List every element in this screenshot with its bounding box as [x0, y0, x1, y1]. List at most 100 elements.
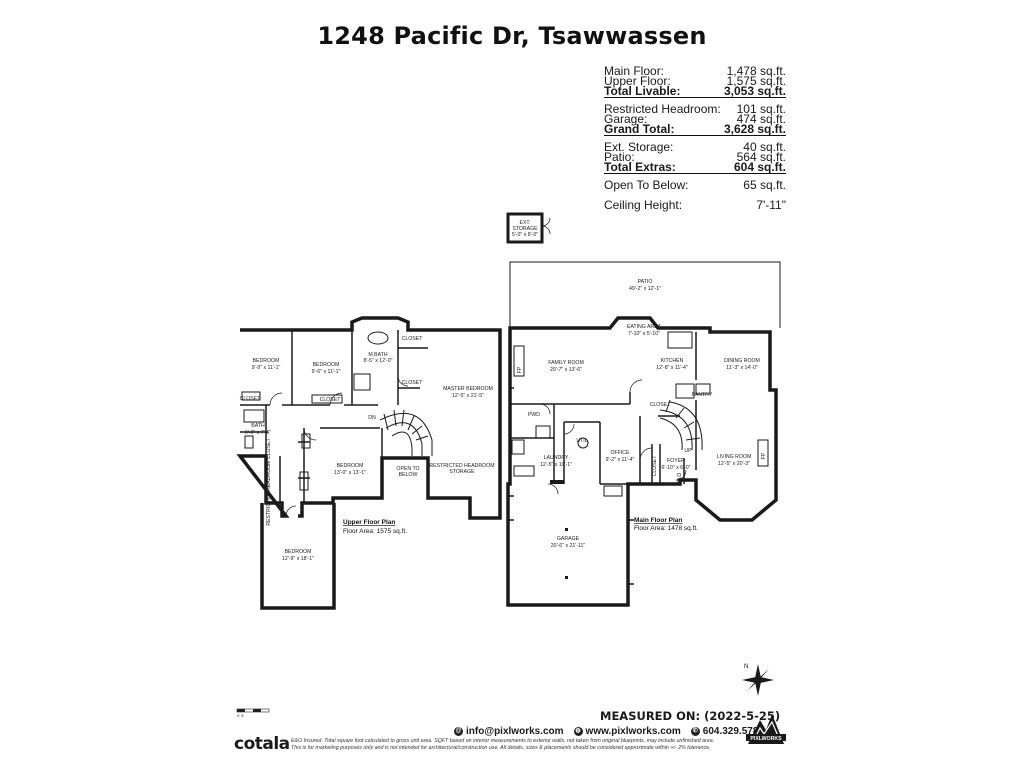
area-label: Garage: — [604, 112, 648, 126]
pantry-label: PANTRY — [692, 392, 713, 398]
upper-plan-area: Floor Area: 1575 sq.ft. — [343, 528, 407, 535]
area-label: Ext. Storage: — [604, 140, 674, 154]
room-name: DINING ROOM — [724, 358, 760, 364]
closet-label: CLOSET — [402, 380, 424, 386]
phone-icon: ✆ — [690, 727, 700, 736]
room-name: FAMILY ROOM — [548, 360, 584, 366]
room-size: 12'-9" x 18'-1" — [282, 556, 314, 562]
room-name: LAUNDRY — [544, 455, 569, 461]
room-name: STORAGE — [512, 226, 538, 232]
room-name: KITCHEN — [661, 358, 684, 364]
room-name: BEDROOM — [253, 358, 280, 364]
area-row: Patio:564 sq.ft. — [604, 150, 786, 164]
room-size: 9'-2" x 11'-4" — [606, 457, 635, 463]
garage-door-marks — [550, 480, 568, 579]
room-name: BEDROOM — [337, 463, 364, 469]
area-label: Total Livable: — [604, 84, 681, 98]
area-value: 3,628 sq.ft. — [723, 122, 786, 136]
area-label: Grand Total: — [604, 122, 675, 136]
area-summary-table: Main Floor:1,478 sq.ft. Upper Floor:1,57… — [604, 65, 786, 212]
room-size: 12'-8" x 11'-4" — [656, 365, 688, 371]
room-name: EATING AREA — [627, 324, 662, 330]
closet-label: CLOSET — [652, 455, 658, 477]
area-label: Upper Floor: — [604, 74, 671, 88]
website-text: www.pixlworks.com — [585, 726, 681, 737]
main-room-labels: EXT. STORAGE 5'-0" x 8'-0" PATIO 49'-2" … — [512, 220, 767, 549]
room-size: 6'-6" x 7'-6" — [245, 430, 271, 436]
stair-up-label: UP — [684, 448, 692, 454]
area-row: Main Floor:1,478 sq.ft. — [604, 65, 786, 77]
room-name: EXT. — [520, 220, 531, 226]
area-value: 474 sq.ft. — [736, 112, 786, 126]
globe-icon: ◍ — [573, 727, 583, 736]
email-icon: @ — [454, 727, 463, 736]
room-size: 13'-0" x 13'-1" — [334, 470, 366, 476]
area-label: Open To Below: — [604, 178, 689, 192]
room-name: M.BATH — [368, 352, 387, 358]
ext-storage-walls — [506, 212, 544, 244]
patio-outline — [509, 261, 781, 328]
area-value: 101 sq.ft. — [736, 102, 786, 116]
upper-doors — [269, 375, 409, 517]
room-size: 7'-10" x 5'-10" — [628, 331, 660, 337]
area-label: Total Extras: — [604, 160, 676, 174]
upper-stair — [379, 409, 433, 456]
contact-email[interactable]: @info@pixlworks.com — [454, 726, 564, 737]
area-value: 3,053 sq.ft. — [723, 84, 786, 98]
area-total-row: Grand Total: 3,628 sq.ft. — [604, 122, 786, 136]
room-size: 12'-5" x 20'-3" — [718, 461, 750, 467]
disclaimer: E&O Insured. Total square foot calculate… — [291, 738, 761, 752]
room-size: 12'-5" x 21'-5" — [452, 393, 484, 399]
area-total-row: Total Extras: 604 sq.ft. — [604, 160, 786, 174]
email-text: info@pixlworks.com — [466, 726, 564, 737]
closet-label: CLOSET — [320, 397, 342, 403]
upper-floor-walls — [236, 316, 502, 610]
area-row: Ceiling Height:7'-11" — [604, 198, 786, 212]
closet-label: CLOSET — [240, 396, 262, 402]
util-label: UTIL — [576, 438, 587, 444]
area-row: Restricted Headroom: 101 sq.ft. — [604, 102, 786, 116]
room-size: 20'-6" x 21'-11" — [551, 543, 586, 549]
closet-label: CLOSET — [402, 336, 424, 342]
area-value: 604 sq.ft. — [733, 160, 786, 174]
area-row: Open To Below:65 sq.ft. — [604, 178, 786, 192]
room-size: 5'-0" x 8'-0" — [512, 232, 538, 238]
contact-bar: @info@pixlworks.com ◍www.pixlworks.com ✆… — [454, 726, 764, 737]
area-row: Garage: 474 sq.ft. — [604, 112, 786, 126]
main-plan-title: Main Floor Plan — [634, 517, 682, 524]
room-name: LIVING ROOM — [717, 454, 752, 460]
contact-phone[interactable]: ✆604.329.5788 — [690, 726, 764, 737]
area-value: 564 sq.ft. — [736, 150, 786, 164]
area-value: 40 sq.ft. — [743, 140, 786, 154]
stair-dn-label: DN — [368, 415, 376, 421]
upper-room-labels: BEDROOM 9'-9" x 11'-1" BEDROOM 9'-6" x 1… — [240, 336, 495, 562]
phone-text: 604.329.5788 — [702, 726, 764, 737]
page-title: 1248 Pacific Dr, Tsawwassen — [317, 22, 707, 50]
compass-north-label: N — [744, 664, 748, 670]
room-size: 6'-10" x 6'-0" — [661, 465, 690, 471]
room-name: BEDROOM — [313, 362, 340, 368]
closet-label: CLOSET — [650, 402, 672, 408]
disclaimer-line: This is for marketing purposes only and … — [291, 745, 711, 751]
area-value: 7'-11" — [756, 198, 786, 212]
clo-label: CLO — [677, 473, 683, 484]
room-name: STORAGE — [449, 469, 475, 475]
room-name: OFFICE — [610, 450, 630, 456]
room-size: 8'-5" x 12'-0" — [363, 358, 392, 364]
room-size: 11'-3" x 14'-0" — [726, 365, 758, 371]
open-below-label: BELOW — [399, 472, 418, 478]
contact-website[interactable]: ◍www.pixlworks.com — [573, 726, 681, 737]
room-name: BEDROOM — [285, 549, 312, 555]
room-name: RESTRICTED HEADROOM — [429, 463, 494, 469]
scale-label: 0' 5' — [237, 713, 244, 718]
room-size: 49'-2" x 12'-1" — [629, 286, 661, 292]
room-name: MASTER BEDROOM — [443, 386, 493, 392]
room-name: PWD — [528, 412, 540, 418]
room-name: PATIO — [638, 279, 653, 285]
room-name: GARAGE — [557, 536, 580, 542]
upper-floor-interior — [240, 330, 428, 503]
area-row: Ext. Storage: 40 sq.ft. — [604, 140, 786, 154]
fireplace-label: FP — [517, 366, 523, 373]
area-label: Restricted Headroom: — [604, 102, 721, 116]
